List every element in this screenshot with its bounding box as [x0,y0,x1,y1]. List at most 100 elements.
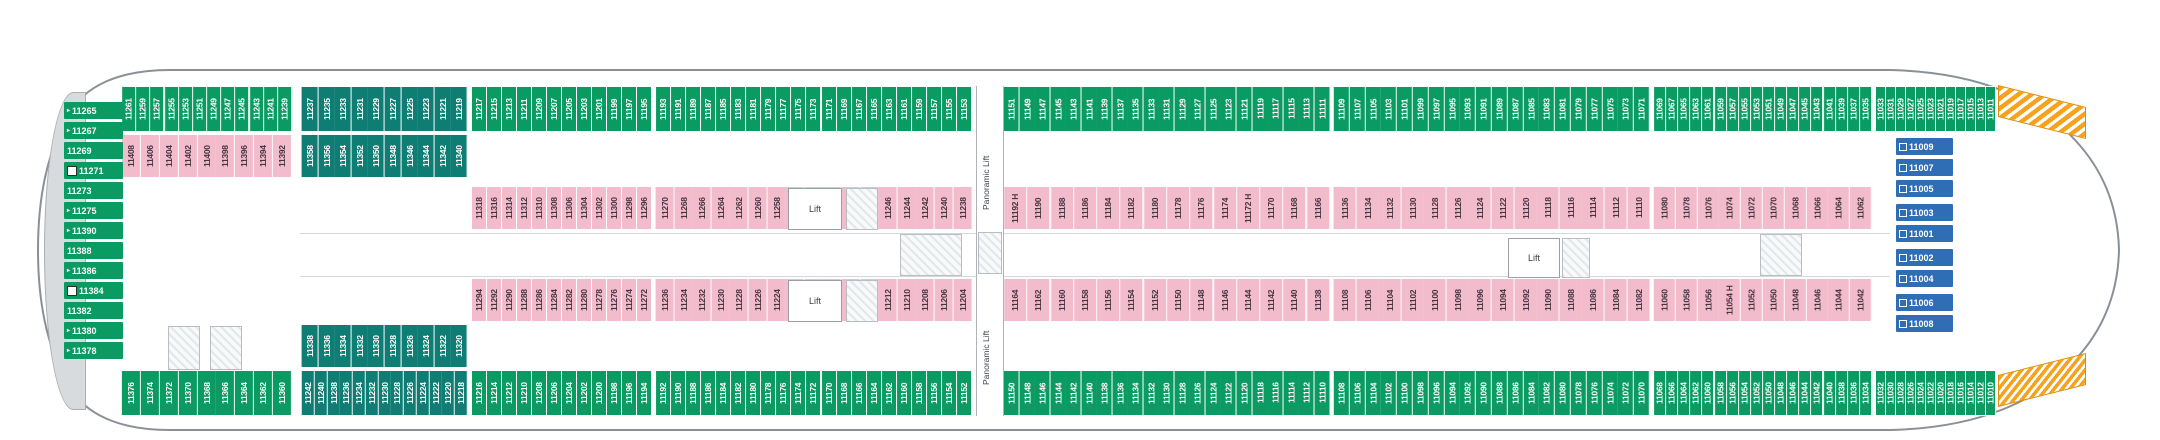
cabin-11082[interactable]: 11082 [1539,370,1556,416]
cabin-11068[interactable]: 11068 [1654,370,1667,416]
cabin-11043[interactable]: 11043 [1811,86,1824,132]
cabin-11094[interactable]: 11094 [1492,278,1515,322]
cabin-11184[interactable]: 11184 [1097,186,1121,230]
cabin-11326[interactable]: 11326 [401,324,419,368]
cabin-11224[interactable]: 11224 [767,278,787,322]
cabin-11225[interactable]: 11225 [401,86,419,132]
cabin-11267[interactable]: ▸11267 [64,122,123,139]
cabin-11238[interactable]: 11238 [327,370,341,416]
cabin-11024[interactable]: 11024 [1916,370,1926,416]
cabin-11081[interactable]: 11081 [1555,86,1571,132]
cabin-11226[interactable]: 11226 [404,370,417,416]
cabin-11370[interactable]: 11370 [178,370,198,416]
cabin-11175[interactable]: 11175 [791,86,807,132]
cabin-11265[interactable]: ▸11265 [64,102,123,119]
cabin-11127[interactable]: 11127 [1190,86,1206,132]
cabin-11101[interactable]: 11101 [1397,86,1413,132]
cabin-11138[interactable]: 11138 [1306,278,1330,322]
cabin-11234[interactable]: 11234 [674,278,694,322]
cabin-11246[interactable]: 11246 [879,186,898,230]
cabin-11114[interactable]: 11114 [1582,186,1605,230]
cabin-11316[interactable]: 11316 [487,186,502,230]
cabin-11262[interactable]: 11262 [730,186,749,230]
cabin-11298[interactable]: 11298 [622,186,637,230]
cabin-11147[interactable]: 11147 [1035,86,1051,132]
cabin-11185[interactable]: 11185 [716,86,732,132]
cabin-11176[interactable]: 11176 [776,370,792,416]
cabin-11161[interactable]: 11161 [896,86,912,132]
cabin-11095[interactable]: 11095 [1444,86,1461,132]
cabin-11402[interactable]: 11402 [178,134,198,178]
cabin-11138[interactable]: 11138 [1097,370,1113,416]
cabin-11249[interactable]: 11249 [207,86,222,132]
cabin-11054[interactable]: 11054 [1738,370,1751,416]
cabin-11058[interactable]: 11058 [1675,278,1698,322]
cabin-11148[interactable]: 11148 [1019,370,1036,416]
cabin-11205[interactable]: 11205 [562,86,577,132]
cabin-11066[interactable]: 11066 [1806,186,1829,230]
cabin-11123[interactable]: 11123 [1221,86,1237,132]
cabin-11015[interactable]: 11015 [1966,86,1976,132]
cabin-11086[interactable]: 11086 [1582,278,1605,322]
cabin-11153[interactable]: 11153 [956,86,972,132]
cabin-11126[interactable]: 11126 [1190,370,1206,416]
cabin-11171[interactable]: 11171 [821,86,837,132]
cabin-11360[interactable]: 11360 [273,370,293,416]
cabin-11163[interactable]: 11163 [881,86,897,132]
cabin-11210[interactable]: 11210 [517,370,532,416]
cabin-11278[interactable]: 11278 [592,278,607,322]
cabin-11169[interactable]: 11169 [836,86,852,132]
cabin-11119[interactable]: 11119 [1252,86,1269,132]
cabin-11218[interactable]: 11218 [455,370,468,416]
cabin-11182[interactable]: 11182 [1120,186,1144,230]
cabin-11199[interactable]: 11199 [607,86,622,132]
cabin-11021[interactable]: 11021 [1936,86,1946,132]
cabin-11354[interactable]: 11354 [335,134,352,178]
cabin-11062[interactable]: 11062 [1690,370,1703,416]
cabin-11208[interactable]: 11208 [532,370,547,416]
cabin-11089[interactable]: 11089 [1491,86,1508,132]
cabin-11033[interactable]: 11033 [1876,86,1886,132]
cabin-11118[interactable]: 11118 [1537,186,1560,230]
cabin-11160[interactable]: 11160 [896,370,912,416]
cabin-11078[interactable]: 11078 [1675,186,1698,230]
cabin-11189[interactable]: 11189 [686,86,702,132]
cabin-11140[interactable]: 11140 [1081,370,1098,416]
cabin-11079[interactable]: 11079 [1570,86,1587,132]
cabin-11190[interactable]: 11190 [671,370,687,416]
cabin-11050[interactable]: 11050 [1762,278,1785,322]
cabin-11075[interactable]: 11075 [1602,86,1619,132]
cabin-11056[interactable]: 11056 [1697,278,1720,322]
cabin-11112[interactable]: 11112 [1299,370,1315,416]
cabin-11052[interactable]: 11052 [1741,278,1763,322]
cabin-11308[interactable]: 11308 [547,186,562,230]
cabin-11120[interactable]: 11120 [1514,186,1538,230]
cabin-11227[interactable]: 11227 [384,86,402,132]
cabin-11130[interactable]: 11130 [1159,370,1175,416]
cabin-11066[interactable]: 11066 [1666,370,1679,416]
cabin-11213[interactable]: 11213 [502,86,517,132]
cabin-11060[interactable]: 11060 [1654,278,1676,322]
cabin-11050[interactable]: 11050 [1762,370,1776,416]
cabin-11008[interactable]: 11008 [1896,315,1953,332]
cabin-11228[interactable]: 11228 [730,278,749,322]
cabin-11154[interactable]: 11154 [1120,278,1144,322]
cabin-11142[interactable]: 11142 [1260,278,1284,322]
cabin-11376[interactable]: 11376 [122,370,141,416]
cabin-11143[interactable]: 11143 [1066,86,1082,132]
cabin-11386[interactable]: ▸11386 [64,262,123,279]
cabin-11244[interactable]: 11244 [897,186,917,230]
cabin-11239[interactable]: 11239 [277,86,293,132]
cabin-11242[interactable]: 11242 [302,370,315,416]
cabin-11027[interactable]: 11027 [1906,86,1916,132]
cabin-11063[interactable]: 11063 [1690,86,1703,132]
cabin-11019[interactable]: 11019 [1946,86,1956,132]
cabin-11023[interactable]: 11023 [1926,86,1936,132]
cabin-11245[interactable]: 11245 [235,86,250,132]
cabin-11082[interactable]: 11082 [1627,278,1651,322]
cabin-11242[interactable]: 11242 [916,186,935,230]
cabin-11109[interactable]: 11109 [1334,86,1350,132]
cabin-11290[interactable]: 11290 [502,278,517,322]
cabin-11320[interactable]: 11320 [451,324,468,368]
cabin-11259[interactable]: 11259 [136,86,151,132]
